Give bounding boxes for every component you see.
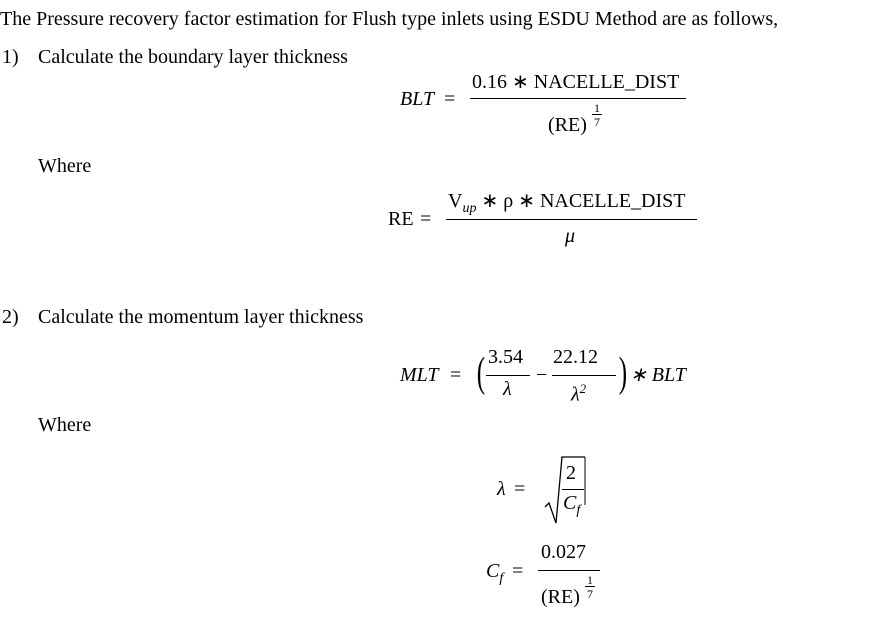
where-label-1: Where <box>38 155 92 177</box>
mlt-f1-den: λ <box>503 378 512 400</box>
mlt-lambda: λ <box>571 383 580 406</box>
mlt-minus: − <box>536 364 548 386</box>
right-paren: ) <box>618 350 628 396</box>
blt-equals: = <box>444 88 456 110</box>
cf-lhs-sub: f <box>499 571 504 586</box>
mlt-lambda-exp: 2 <box>579 381 587 396</box>
re-velocity-sub: up <box>462 201 477 216</box>
step-2-number: 2) <box>2 306 19 328</box>
cf-exp-den: 7 <box>587 587 593 601</box>
lambda-fraction-bar <box>562 489 584 490</box>
re-equals: = <box>420 208 432 230</box>
cf-fraction-bar <box>538 570 600 571</box>
cf-equals: = <box>512 560 524 582</box>
blt-numerator: 0.16 ∗ NACELLE_DIST <box>472 71 680 93</box>
lambda-lhs: λ <box>497 478 506 500</box>
lambda-den-sub: f <box>576 503 581 518</box>
intro-text: The Pressure recovery factor estimation … <box>0 8 779 30</box>
blt-exp-bar <box>592 114 602 115</box>
blt-exp-num: 1 <box>594 101 600 115</box>
cf-lhs: Cf <box>486 560 503 590</box>
blt-exp-den: 7 <box>594 115 600 129</box>
lambda-num: 2 <box>566 462 576 484</box>
re-numerator: Vup ∗ ρ ∗ NACELLE_DIST <box>448 190 686 220</box>
mlt-f2-num: 22.12 <box>553 346 598 368</box>
step-1-label: Calculate the boundary layer thickness <box>38 46 348 68</box>
mlt-f1-num: 3.54 <box>488 346 523 368</box>
re-numerator-rest: ∗ ρ ∗ NACELLE_DIST <box>476 190 686 212</box>
lambda-equals: = <box>514 478 526 500</box>
mlt-lhs: MLT <box>400 364 439 386</box>
mlt-f2-bar <box>552 375 616 376</box>
blt-denominator: (RE) <box>548 114 587 136</box>
step-2-label: Calculate the momentum layer thickness <box>38 306 364 328</box>
re-fraction-bar <box>446 219 697 220</box>
re-lhs: RE <box>388 208 414 230</box>
cf-exp-num: 1 <box>587 573 593 587</box>
blt-fraction-bar <box>470 98 686 99</box>
lambda-den: Cf <box>563 492 580 522</box>
mlt-f1-bar <box>486 375 530 376</box>
square-root-icon <box>544 456 586 524</box>
re-velocity: V <box>448 190 463 212</box>
where-label-2: Where <box>38 414 92 436</box>
mlt-equals: = <box>450 364 462 386</box>
step-1-number: 1) <box>2 46 19 68</box>
mlt-rhs: ∗ BLT <box>630 364 686 386</box>
blt-lhs: BLT <box>400 88 435 110</box>
re-denominator: μ <box>565 225 576 247</box>
lambda-den-c: C <box>563 492 577 514</box>
cf-lhs-c: C <box>486 560 500 582</box>
cf-denominator: (RE) <box>541 586 580 608</box>
left-paren: ( <box>476 350 486 396</box>
mlt-f2-den: λ2 <box>571 378 586 406</box>
cf-exp-bar <box>585 586 595 587</box>
cf-numerator: 0.027 <box>541 541 586 563</box>
